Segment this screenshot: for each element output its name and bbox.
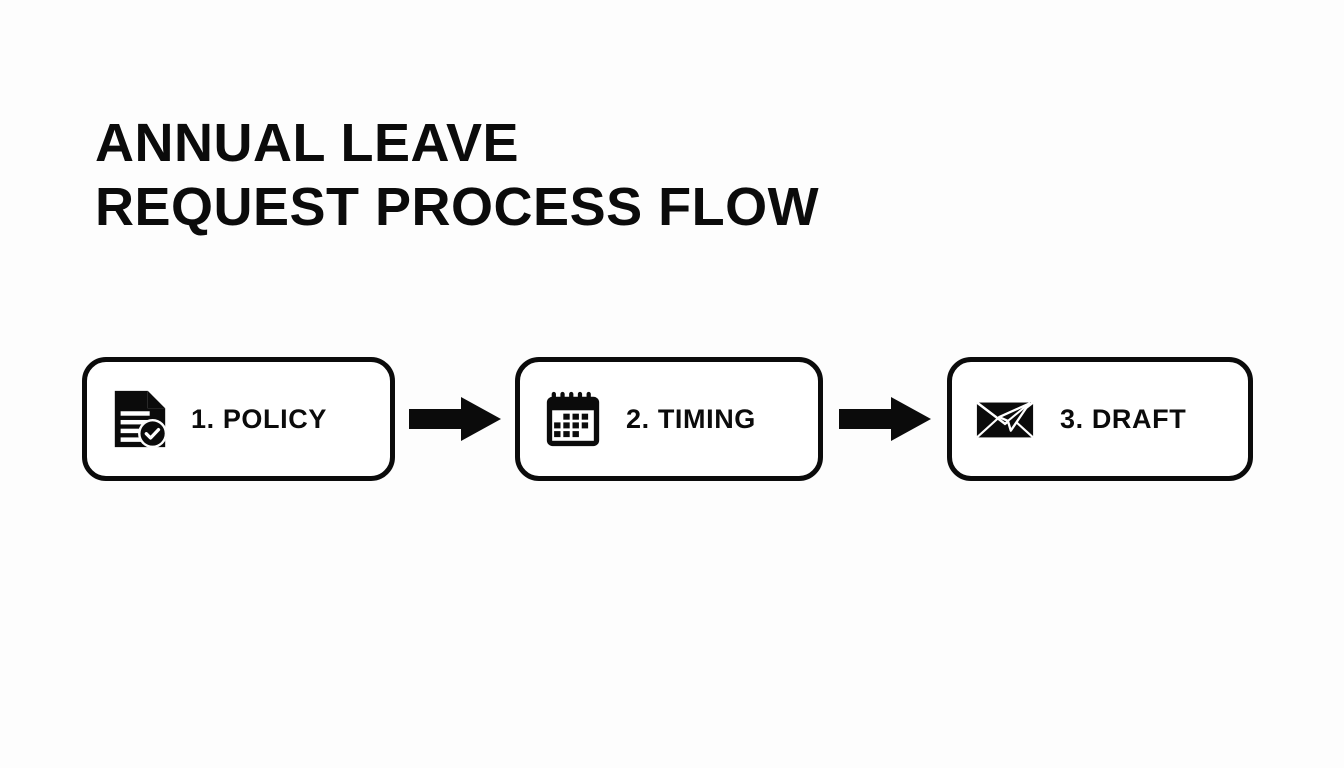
flow-step-label: 1. POLICY [191, 403, 327, 434]
flow-step-label: 2. TIMING [626, 403, 756, 434]
title-line-1: ANNUAL LEAVE [95, 113, 520, 173]
process-flow-diagram: 1. POLICY [82, 357, 1263, 481]
arrow-right-icon [839, 396, 931, 442]
envelope-send-icon [974, 388, 1036, 450]
arrow-right-icon [409, 396, 501, 442]
title-line-2: REQUEST PROCESS FLOW [95, 176, 820, 237]
calendar-icon [542, 388, 604, 450]
page-title: ANNUAL LEAVE REQUEST PROCESS FLOW [95, 112, 819, 239]
document-check-icon [109, 388, 171, 450]
flow-step-policy[interactable]: 1. POLICY [82, 357, 395, 481]
flow-step-label: 3. DRAFT [1060, 403, 1187, 434]
flow-step-draft[interactable]: 3. DRAFT [947, 357, 1253, 481]
flow-step-timing[interactable]: 2. TIMING [515, 357, 823, 481]
